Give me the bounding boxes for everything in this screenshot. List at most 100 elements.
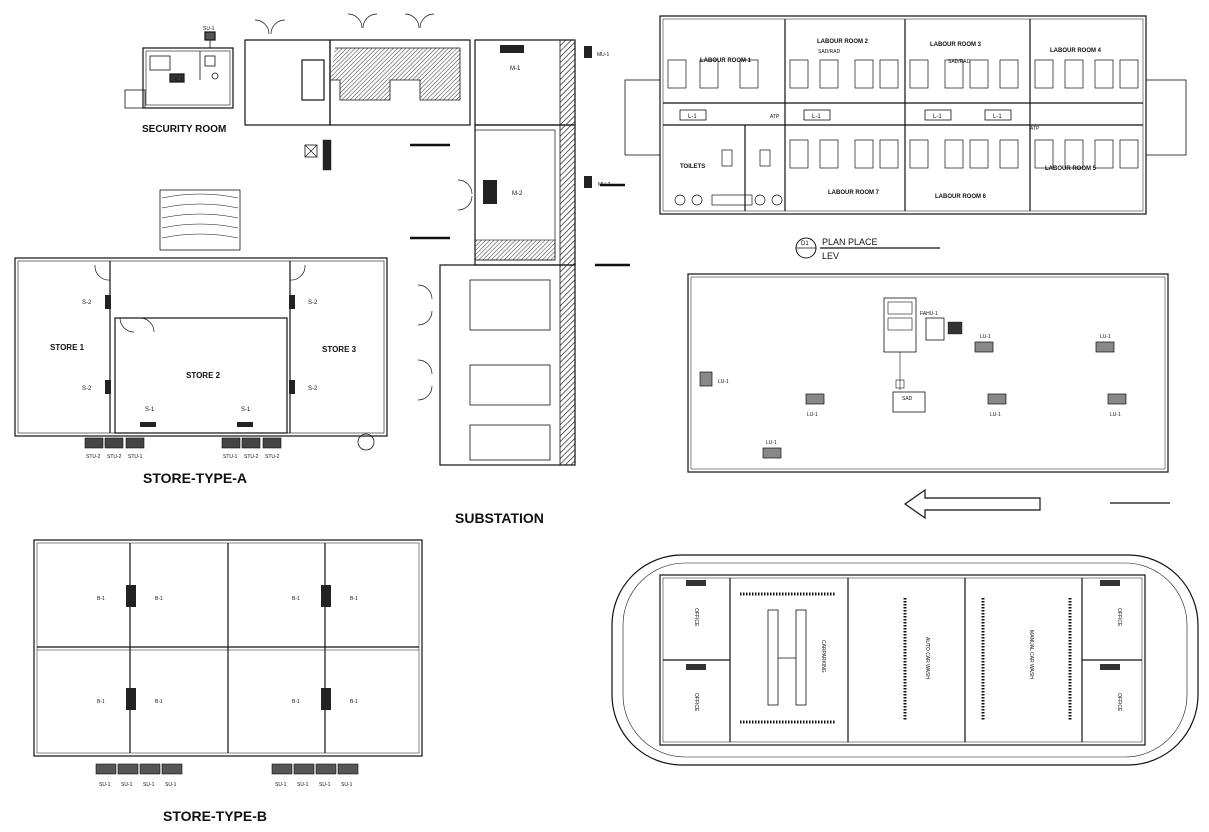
substation-outdoor-label: MU-2	[598, 182, 610, 188]
warehouse-outdoor-label: LU-1	[1110, 412, 1121, 418]
labour-room-label: LABOUR ROOM 7	[828, 190, 880, 196]
labour-unit-label: L-1	[812, 114, 821, 120]
store-b-indoor-units	[126, 585, 331, 710]
warehouse-fahu-label: FAHU-1	[920, 311, 938, 317]
substation-outdoor-label: MU-1	[597, 52, 609, 58]
store-a-indoor-unit-icon	[289, 295, 295, 309]
parking-office-label: OFFICE	[1116, 608, 1122, 627]
store-a-unit-label: S-1	[241, 407, 251, 413]
store-b-outdoor-label: SU-1	[99, 782, 111, 788]
store-a-unit-label: S-2	[308, 300, 318, 306]
store-a-indoor-unit-icon	[289, 380, 295, 394]
store-a-unit-label: S-2	[82, 300, 92, 306]
store-a-outdoor-label: STU-2	[86, 454, 101, 460]
store-b-outdoor-label: SU-1	[319, 782, 331, 788]
substation-outdoor-unit-icon	[584, 46, 592, 58]
store-a-indoor-unit-icon	[105, 380, 111, 394]
substation-plan	[244, 13, 630, 466]
store-b-outdoor-label: SU-1	[121, 782, 133, 788]
warehouse-outdoor-label: LU-1	[1100, 334, 1111, 340]
labour-room-label: LABOUR ROOM 1	[700, 58, 752, 64]
store-b-outdoor-label: SU-1	[165, 782, 177, 788]
parking-office-label: OFFICE	[693, 693, 699, 712]
warehouse-outdoor-label: LU-1	[990, 412, 1001, 418]
parking-plan	[611, 554, 1199, 766]
parking-area-label: MANUAL CAR WASH	[1028, 630, 1034, 679]
security-ceiling-unit-label: SU-1	[203, 26, 215, 32]
warehouse-outdoor-label: LU-1	[718, 379, 729, 385]
store-b-unit-label: B-1	[292, 699, 300, 705]
labour-unit-label: L-1	[933, 114, 942, 120]
store-type-a-plan	[14, 189, 388, 451]
substation-units	[483, 45, 592, 204]
store-a-units	[105, 295, 295, 427]
security-indoor-unit-icon	[169, 73, 185, 83]
store-b-outdoor-label: SU-1	[275, 782, 287, 788]
store-a-outdoor-label: STU-2	[244, 454, 259, 460]
warehouse-plan	[687, 273, 1169, 473]
warehouse-outdoor-label: LU-1	[807, 412, 818, 418]
store-a-outdoor-label: STU-1	[223, 454, 238, 460]
security-ceiling-unit-icon	[204, 31, 216, 41]
parking-office-label: OFFICE	[1116, 693, 1122, 712]
labour-toilets-label: TOILETS	[680, 164, 705, 170]
store-a-unit-label: S-2	[82, 386, 92, 392]
store-a-outdoor-units	[84, 437, 282, 449]
parking-area-label: CARPARKING	[820, 640, 826, 673]
store-type-a-title: STORE-TYPE-A	[143, 470, 247, 486]
labour-atp-label: ATP	[770, 114, 780, 120]
store-a-room-label: STORE 1	[50, 343, 85, 352]
labour-indoor-unit-icon	[803, 109, 831, 121]
store-b-unit-label: B-1	[155, 699, 163, 705]
substation-title: SUBSTATION	[455, 510, 544, 526]
plan-place-subtitle: LEV	[822, 251, 839, 261]
store-a-indoor-unit-icon	[237, 422, 253, 427]
substation-unit-label: M-2	[512, 191, 523, 197]
plan-place-code: D1	[801, 241, 809, 247]
store-b-unit-label: B-1	[350, 699, 358, 705]
plan-place-caption	[795, 237, 940, 259]
labour-room-label: LABOUR ROOM 3	[930, 42, 982, 48]
store-a-room-label: STORE 3	[322, 345, 357, 354]
direction-arrow-icon	[903, 488, 1170, 520]
parking-area-label: AUTO CAR WASH	[924, 637, 930, 679]
plan-place-title: PLAN PLACE	[822, 237, 878, 247]
labour-indoor-unit-icon	[984, 109, 1012, 121]
substation-indoor-unit-icon	[500, 45, 524, 53]
store-b-unit-label: B-1	[292, 596, 300, 602]
store-a-room-label: STORE 2	[186, 371, 221, 380]
substation-outdoor-unit-icon	[584, 176, 592, 188]
warehouse-outdoor-units	[699, 341, 1127, 459]
labour-atp-label: ATP	[1030, 126, 1040, 132]
store-a-outdoor-label: STU-1	[128, 454, 143, 460]
store-a-outdoor-label: STU-2	[107, 454, 122, 460]
security-unit-label: S-1	[174, 78, 184, 84]
security-room-title: SECURITY ROOM	[142, 124, 227, 135]
labour-indoor-unit-icon	[679, 109, 707, 121]
store-b-unit-label: B-1	[155, 596, 163, 602]
labour-unit-label: L-1	[993, 114, 1002, 120]
store-b-unit-label: B-1	[350, 596, 358, 602]
store-type-b-title: STORE-TYPE-B	[163, 808, 267, 824]
store-type-b-plan	[33, 539, 423, 757]
labour-rooms-plan	[624, 15, 1187, 215]
store-b-outdoor-label: SU-1	[297, 782, 309, 788]
warehouse-sad-label: SAD	[902, 396, 913, 402]
labour-spec-label: SAD/RAD	[818, 49, 841, 55]
labour-room-label: LABOUR ROOM 5	[1045, 166, 1097, 172]
store-b-unit-label: B-1	[97, 699, 105, 705]
security-room-plan	[124, 31, 234, 109]
warehouse-outdoor-label: LU-1	[766, 440, 777, 446]
warehouse-outdoor-label: LU-1	[980, 334, 991, 340]
store-a-outdoor-label: STU-2	[265, 454, 280, 460]
parking-office-label: OFFICE	[693, 608, 699, 627]
store-b-outdoor-label: SU-1	[143, 782, 155, 788]
labour-indoor-unit-icon	[924, 109, 952, 121]
store-b-unit-label: B-1	[97, 596, 105, 602]
labour-room-label: LABOUR ROOM 2	[817, 39, 869, 45]
labour-units	[679, 109, 1012, 121]
store-a-unit-label: S-1	[145, 407, 155, 413]
store-b-outdoor-label: SU-1	[341, 782, 353, 788]
labour-spec-label: SAD/RAD	[948, 59, 971, 65]
